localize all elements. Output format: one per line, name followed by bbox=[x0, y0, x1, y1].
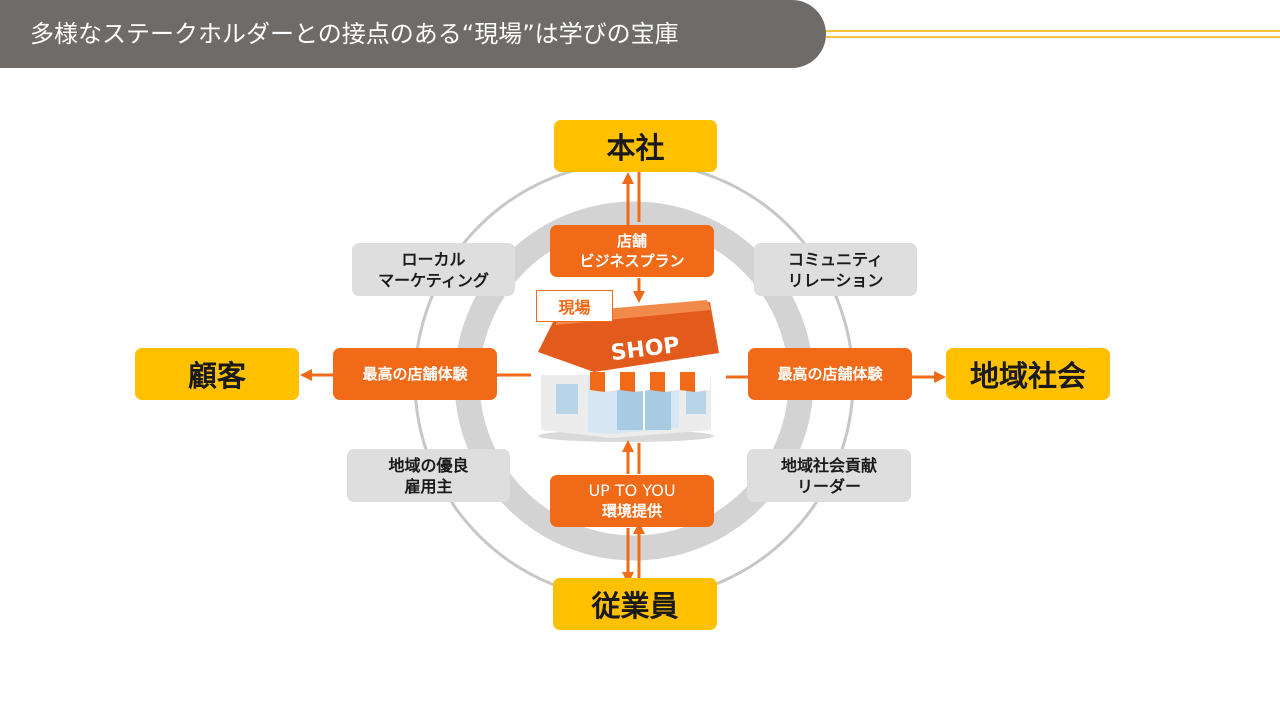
flow-customer-experience: 最高の店舗体験 bbox=[333, 348, 497, 400]
genba-label: 現場 bbox=[536, 290, 613, 322]
flow-community-experience: 最高の店舗体験 bbox=[748, 348, 912, 400]
role-community-leader-line1: 地域社会貢献 bbox=[780, 455, 877, 475]
role-local-marketing-line2: マーケティング bbox=[378, 270, 489, 290]
role-local-employer: 地域の優良 雇用主 bbox=[347, 449, 510, 502]
stakeholder-community: 地域社会 bbox=[946, 348, 1110, 400]
role-community-leader: 地域社会貢献 リーダー bbox=[747, 449, 911, 502]
role-local-marketing: ローカル マーケティング bbox=[352, 243, 515, 296]
role-local-employer-line1: 地域の優良 bbox=[388, 455, 469, 475]
flow-business-plan-line1: 店舗 bbox=[616, 232, 647, 250]
title-rule-lower bbox=[826, 36, 1280, 38]
stakeholder-headquarters: 本社 bbox=[554, 120, 717, 172]
title-bar: 多様なステークホルダーとの接点のある“現場”は学びの宝庫 bbox=[0, 0, 826, 68]
role-community-relations: コミュニティ リレーション bbox=[754, 243, 917, 296]
page-title: 多様なステークホルダーとの接点のある“現場”は学びの宝庫 bbox=[30, 20, 679, 48]
flow-up-to-you: UP TO YOU 環境提供 bbox=[550, 475, 714, 527]
stakeholder-customer: 顧客 bbox=[135, 348, 299, 400]
role-local-employer-line2: 雇用主 bbox=[404, 476, 453, 496]
title-rule-upper bbox=[826, 30, 1280, 32]
flow-up-to-you-line2: 環境提供 bbox=[601, 502, 662, 520]
role-local-marketing-line1: ローカル bbox=[401, 249, 466, 269]
flow-business-plan-line2: ビジネスプラン bbox=[579, 252, 685, 270]
role-community-leader-line2: リーダー bbox=[796, 476, 861, 496]
stakeholder-employees: 従業員 bbox=[553, 578, 717, 630]
flow-up-to-you-line1: UP TO YOU bbox=[588, 481, 676, 500]
flow-business-plan: 店舗 ビジネスプラン bbox=[550, 225, 714, 277]
role-community-relations-line2: リレーション bbox=[787, 270, 884, 290]
role-community-relations-line1: コミュニティ bbox=[787, 249, 884, 269]
